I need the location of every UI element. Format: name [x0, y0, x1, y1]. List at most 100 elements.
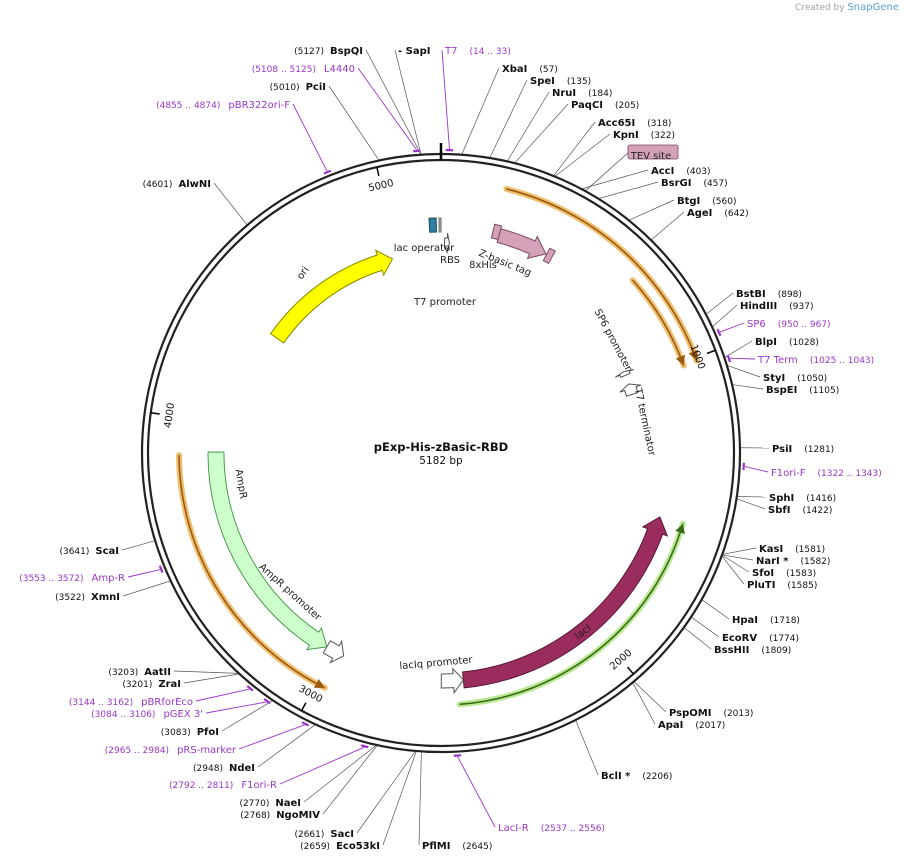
- enzyme-name: PspOMI: [669, 708, 711, 719]
- enzyme-leader: [732, 384, 764, 390]
- enzyme-leader: [711, 304, 738, 328]
- primer-range: (5108 .. 5125): [252, 65, 316, 75]
- enzyme-leader: [724, 340, 753, 359]
- primer-name: T7 Term: [757, 355, 798, 366]
- enzyme-leader: [726, 364, 761, 378]
- primer-bind-mark: [323, 169, 332, 175]
- enzyme-leader: [721, 555, 745, 585]
- enzyme-position: (2017): [695, 721, 725, 731]
- enzyme-name: Acc65I: [598, 118, 635, 129]
- primer-leader: [744, 466, 769, 473]
- enzyme-position: (1416): [806, 494, 836, 504]
- credit-prefix: Created by: [795, 3, 845, 13]
- orf-laci-head: [675, 523, 685, 535]
- enzyme-position: (937): [789, 302, 813, 312]
- credit: Created by SnapGene: [795, 2, 899, 13]
- enzyme-name: - SapI: [398, 46, 430, 57]
- enzyme-leader: [581, 169, 649, 190]
- primer-leader: [357, 67, 418, 151]
- enzyme-name: NaeI: [275, 798, 301, 809]
- enzyme-position: (1774): [769, 634, 799, 644]
- credit-brand: SnapGene: [847, 2, 899, 13]
- orf-insert-head: [688, 349, 698, 361]
- enzyme-leader: [598, 181, 659, 200]
- primer-leader: [719, 322, 745, 333]
- enzyme-name: SpeI: [530, 76, 555, 87]
- primer-range: (3553 .. 3572): [19, 574, 83, 584]
- plasmid-size: 5182 bp: [419, 455, 463, 467]
- primer-leader: [292, 103, 328, 172]
- primer-bind-mark: [301, 721, 310, 727]
- primer-name: pGEX 3': [163, 709, 203, 720]
- orf-arcs: [176, 185, 700, 708]
- enzyme-position: (2768): [240, 811, 270, 821]
- enzyme-name: HpaI: [732, 615, 758, 626]
- enzyme-leader: [322, 744, 378, 815]
- primer-name: pBR322ori-F: [228, 100, 290, 111]
- enzyme-leader: [633, 681, 667, 713]
- primer-leader: [457, 756, 496, 828]
- tick-mark: [300, 702, 307, 712]
- orf-laci-line: [459, 523, 684, 706]
- enzyme-name: SacI: [330, 829, 354, 840]
- enzyme-leader: [722, 547, 757, 555]
- enzyme-position: (5127): [294, 47, 324, 57]
- enzyme-position: (5010): [270, 83, 300, 93]
- enzyme-position: (2645): [462, 842, 492, 852]
- enzyme-position: (1028): [789, 338, 819, 348]
- enzyme-leader: [553, 121, 596, 177]
- enzyme-position: (3083): [161, 728, 191, 738]
- enzyme-position: (898): [778, 290, 802, 300]
- primer-bind-mark: [263, 698, 271, 705]
- enzyme-leader: [575, 719, 599, 776]
- enzyme-leader: [418, 751, 422, 846]
- primer-name: SP6: [747, 319, 766, 330]
- tev-site-leader: [584, 151, 630, 193]
- enzyme-name: BspEI: [766, 385, 797, 396]
- ampr-label: AmpR: [232, 468, 248, 499]
- tick-mark: [626, 666, 635, 675]
- enzyme-position: (2013): [723, 709, 753, 719]
- enzyme-name: NarI *: [756, 556, 789, 567]
- tev-site-label-box: [627, 144, 679, 160]
- tick-mark: [376, 166, 380, 177]
- enzyme-leader: [650, 211, 685, 241]
- primer-range: (950 .. 967): [778, 320, 831, 330]
- tick-label: 1000: [688, 343, 707, 371]
- primer-leader: [279, 746, 365, 785]
- enzyme-name: PluTI: [747, 580, 775, 591]
- sp6-promoter-label: SP6 promoter: [592, 307, 634, 373]
- tick-mark: [150, 412, 160, 415]
- enzyme-leader: [628, 199, 675, 221]
- primer-range: (1025 .. 1043): [810, 356, 874, 366]
- enzyme-leader: [365, 49, 422, 155]
- enzyme-name: ZraI: [158, 679, 181, 690]
- enzyme-name: Eco53kI: [336, 841, 380, 852]
- laciq-promoter-label: lacIq promoter: [399, 655, 474, 672]
- enzyme-position: (560): [712, 197, 736, 207]
- primer-range: (3144 .. 3162): [69, 698, 133, 708]
- enzyme-leader: [721, 554, 750, 573]
- enzyme-position: (3201): [122, 680, 152, 690]
- enzyme-position: (57): [539, 65, 557, 75]
- lac-operator-shape: [428, 217, 437, 233]
- primer-leader: [127, 569, 161, 578]
- enzyme-name: AatII: [144, 667, 171, 678]
- primer-range: (1322 .. 1343): [817, 469, 881, 479]
- enzyme-leader: [382, 750, 417, 846]
- primer-leader: [729, 357, 756, 360]
- enzyme-leader: [514, 103, 569, 164]
- primer-range: (2537 .. 2556): [541, 824, 605, 834]
- sp6-promoter-shape: [615, 368, 634, 379]
- enzyme-position: (1581): [795, 545, 825, 555]
- enzyme-name: AgeI: [687, 208, 712, 219]
- enzyme-position: (1718): [770, 616, 800, 626]
- primer-range: (2965 .. 2984): [105, 746, 169, 756]
- primer-name: T7: [444, 46, 457, 57]
- enzyme-leader: [506, 91, 550, 162]
- enzyme-position: (2948): [193, 764, 223, 774]
- enzyme-leader: [722, 554, 754, 561]
- ori-label: ori: [295, 265, 311, 282]
- enzyme-leader: [632, 682, 656, 725]
